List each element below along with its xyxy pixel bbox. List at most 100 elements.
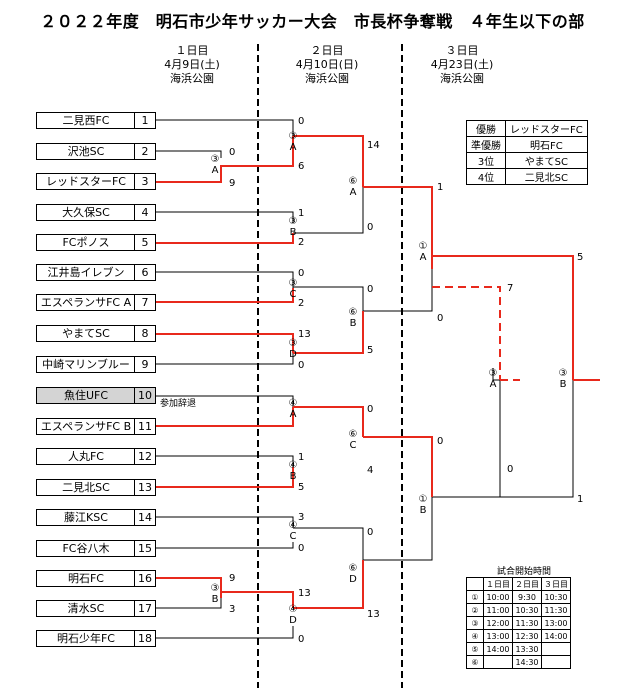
score: 1: [437, 182, 444, 193]
score: 0: [437, 313, 444, 324]
team-number: 7: [134, 295, 155, 310]
team-number: 11: [134, 419, 155, 434]
score: 1: [298, 452, 305, 463]
team-box: 中崎マリンブルー 9: [36, 356, 156, 373]
team-number: 18: [134, 631, 155, 646]
team-number: 2: [134, 144, 155, 159]
score: 3: [298, 512, 305, 523]
score: 0: [229, 147, 236, 158]
score: 6: [298, 161, 305, 172]
day-date: 4月23日(土): [430, 58, 494, 71]
score: 7: [507, 283, 514, 294]
time-cell: [541, 642, 571, 656]
team-name: 江井島イレブン: [47, 266, 125, 279]
team-number: 6: [134, 265, 155, 280]
score: 1: [298, 208, 305, 219]
day-venue: 海浜公園: [170, 72, 214, 85]
team-cell: やまてSC: [505, 152, 588, 169]
team-box: やまてSC 8: [36, 325, 156, 342]
team-number: 12: [134, 449, 155, 464]
time-cell: 14:00: [483, 642, 513, 656]
team-name: 明石FC: [67, 572, 104, 585]
score: 0: [298, 360, 305, 371]
time-cell: 10:30: [541, 590, 571, 604]
time-cell: 12:30: [512, 629, 542, 643]
score: 2: [298, 237, 305, 248]
score: 5: [577, 252, 584, 263]
team-name: 藤江KSC: [64, 511, 108, 524]
score: 1: [577, 494, 584, 505]
score: 5: [367, 345, 374, 356]
rank-cell: 優勝: [466, 120, 506, 137]
score: 0: [367, 284, 374, 295]
score: 2: [298, 298, 305, 309]
day-venue: 海浜公園: [305, 72, 349, 85]
score: 9: [229, 178, 236, 189]
team-box: 江井島イレブン 6: [36, 264, 156, 281]
team-name: 大久保SC: [62, 206, 110, 219]
team-box: 明石FC 16: [36, 570, 156, 587]
withdrawn-note: 参加辞退: [160, 399, 197, 409]
time-cell: 12:00: [483, 616, 513, 630]
team-box: エスペランサFC B 11: [36, 418, 156, 435]
rank-cell: 準優勝: [466, 136, 506, 153]
score: 0: [298, 543, 305, 554]
score: 0: [367, 222, 374, 233]
team-number: 15: [134, 541, 155, 556]
header-cell: ２日目: [512, 577, 542, 591]
time-cell: 13:00: [483, 629, 513, 643]
slot-cell: ②: [466, 603, 484, 617]
day-label: ２日目: [310, 44, 344, 57]
header-cell: １日目: [483, 577, 513, 591]
score: 4: [367, 465, 374, 476]
slot-cell: ③: [466, 616, 484, 630]
team-name: エスペランサFC A: [40, 296, 132, 309]
table-row: 優勝レッドスターFC: [466, 120, 588, 137]
team-box: 大久保SC 4: [36, 204, 156, 221]
team-number: 1: [134, 113, 155, 128]
score: 0: [298, 116, 305, 127]
time-cell: 11:00: [483, 603, 513, 617]
time-cell: 13:30: [512, 642, 542, 656]
score: 0: [298, 268, 305, 279]
team-name: 沢池SC: [67, 145, 105, 158]
header-cell: ３日目: [541, 577, 571, 591]
team-box: 明石少年FC 18: [36, 630, 156, 647]
time-cell: 9:30: [512, 590, 542, 604]
team-number: 14: [134, 510, 155, 525]
day-label: ３日目: [445, 44, 479, 57]
rank-cell: 4位: [466, 168, 506, 185]
team-name: レッドスターFC: [45, 175, 126, 188]
team-name: FC谷八木: [62, 542, 110, 555]
score: 3: [229, 604, 236, 615]
team-number: 3: [134, 174, 155, 189]
time-cell: 11:30: [512, 616, 542, 630]
team-number: 17: [134, 601, 155, 616]
time-cell: [483, 655, 513, 669]
day-date: 4月10日(日): [295, 58, 359, 71]
score: 13: [298, 588, 311, 599]
team-name: エスペランサFC B: [40, 420, 132, 433]
score: 0: [507, 464, 514, 475]
team-name: 魚住UFC: [63, 389, 109, 402]
team-box: 人丸FC 12: [36, 448, 156, 465]
day-header-2: ２日目 4月10日(日) 海浜公園: [282, 44, 372, 86]
slot-cell: ①: [466, 590, 484, 604]
score: 5: [298, 482, 305, 493]
